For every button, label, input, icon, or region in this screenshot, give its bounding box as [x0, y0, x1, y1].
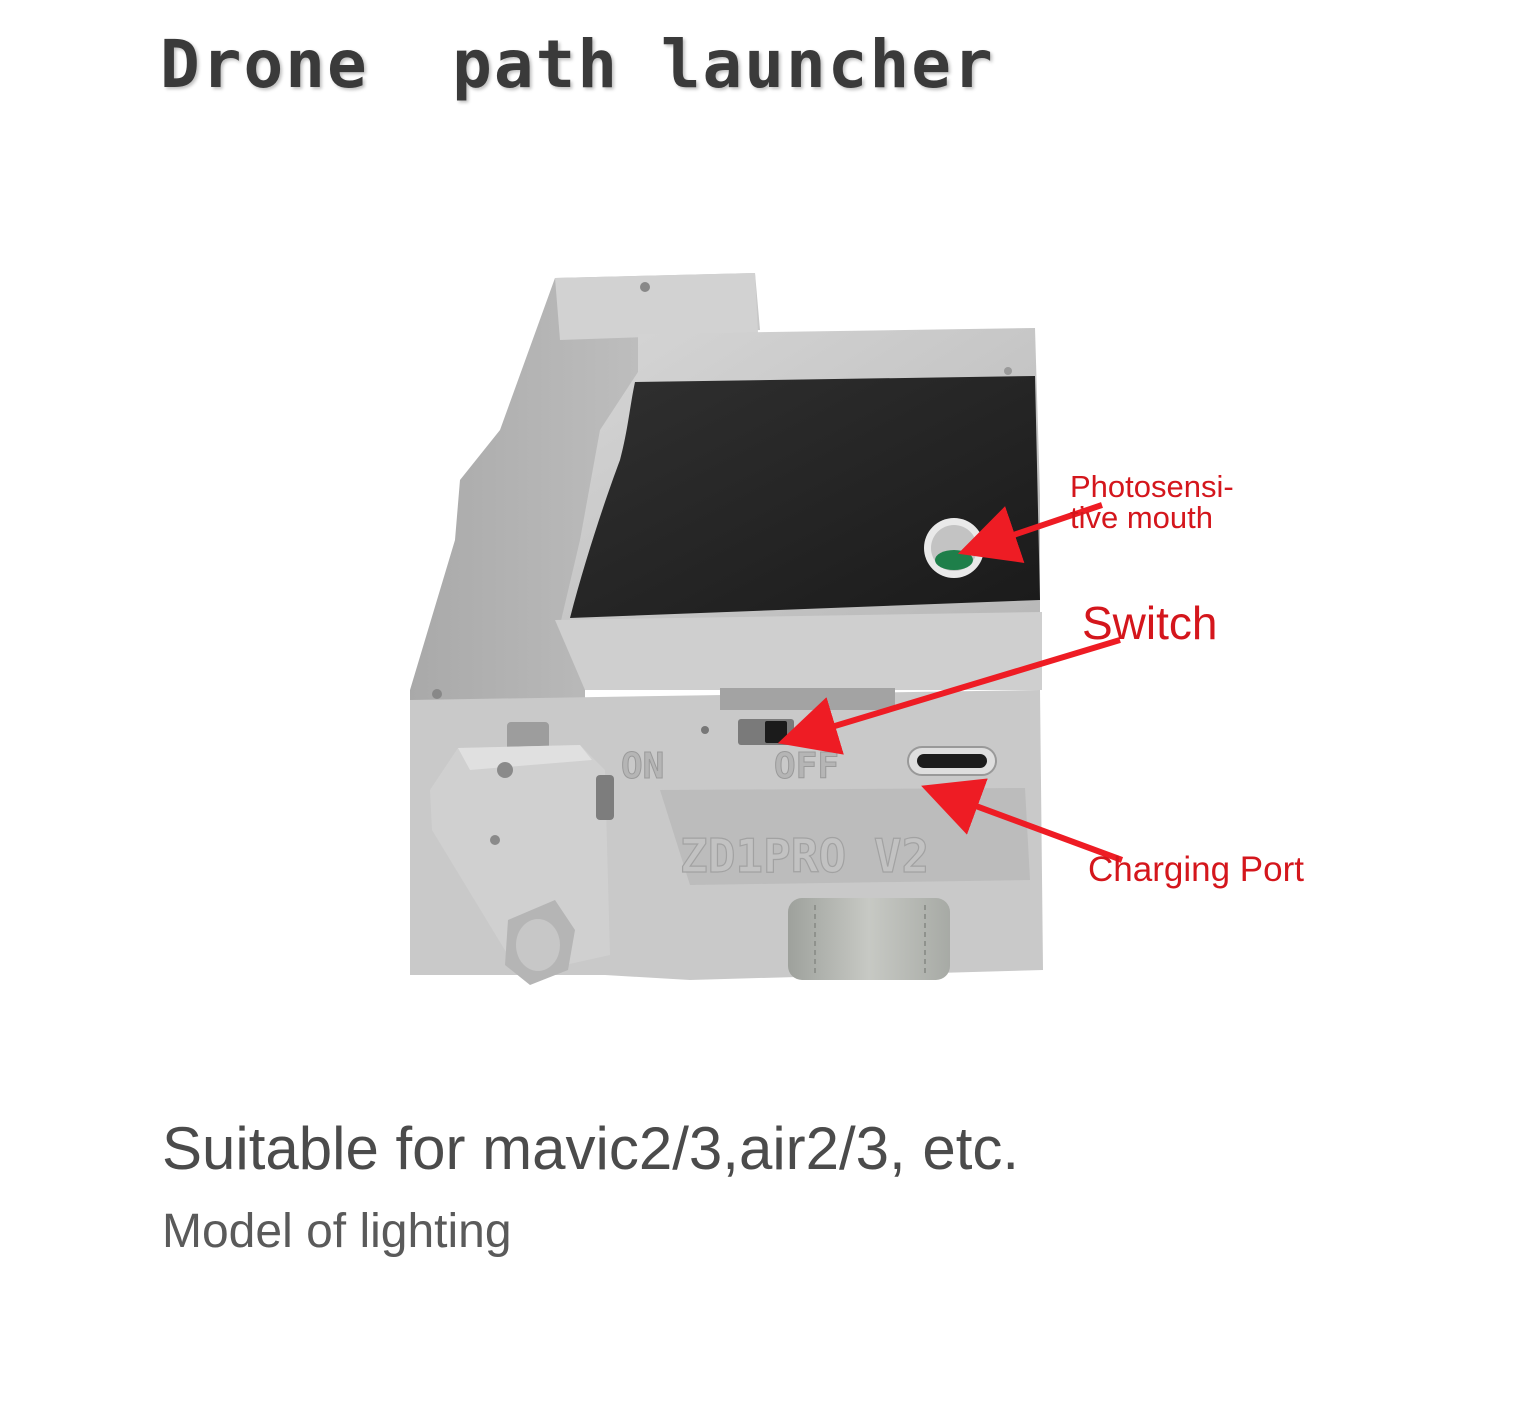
screw-hole	[490, 835, 500, 845]
charging-port-label: Charging Port	[1088, 850, 1304, 889]
on-label: ON	[621, 746, 664, 787]
off-label: OFF	[774, 746, 839, 787]
model-marking: ZD1PRO V2	[680, 829, 929, 883]
strap	[788, 898, 950, 980]
switch-arrow	[777, 637, 1121, 755]
photosensitive-label: Photosensi- tive mouth	[1070, 469, 1234, 535]
screw-hole	[1004, 367, 1012, 375]
compatibility-text: Suitable for mavic2/3,air2/3, etc.	[162, 1115, 1020, 1182]
charging-port-arrow	[921, 778, 1124, 863]
page-title: Drone path launcher	[160, 26, 995, 103]
screw-hole	[497, 762, 513, 778]
upper-slot	[720, 688, 895, 710]
screw-hole	[640, 282, 650, 292]
foam-pad	[570, 376, 1040, 618]
switch-label: Switch	[1082, 597, 1218, 649]
side-panel-top	[555, 273, 758, 340]
top-plate-lip	[555, 612, 1042, 690]
bolt	[507, 722, 549, 750]
slide-switch-knob	[765, 721, 787, 743]
model-text: Model of lighting	[162, 1205, 512, 1258]
screw-hole	[432, 689, 442, 699]
photosensitive-arrow	[957, 502, 1103, 563]
usb-c-port	[917, 754, 987, 768]
side-panel	[410, 273, 760, 705]
